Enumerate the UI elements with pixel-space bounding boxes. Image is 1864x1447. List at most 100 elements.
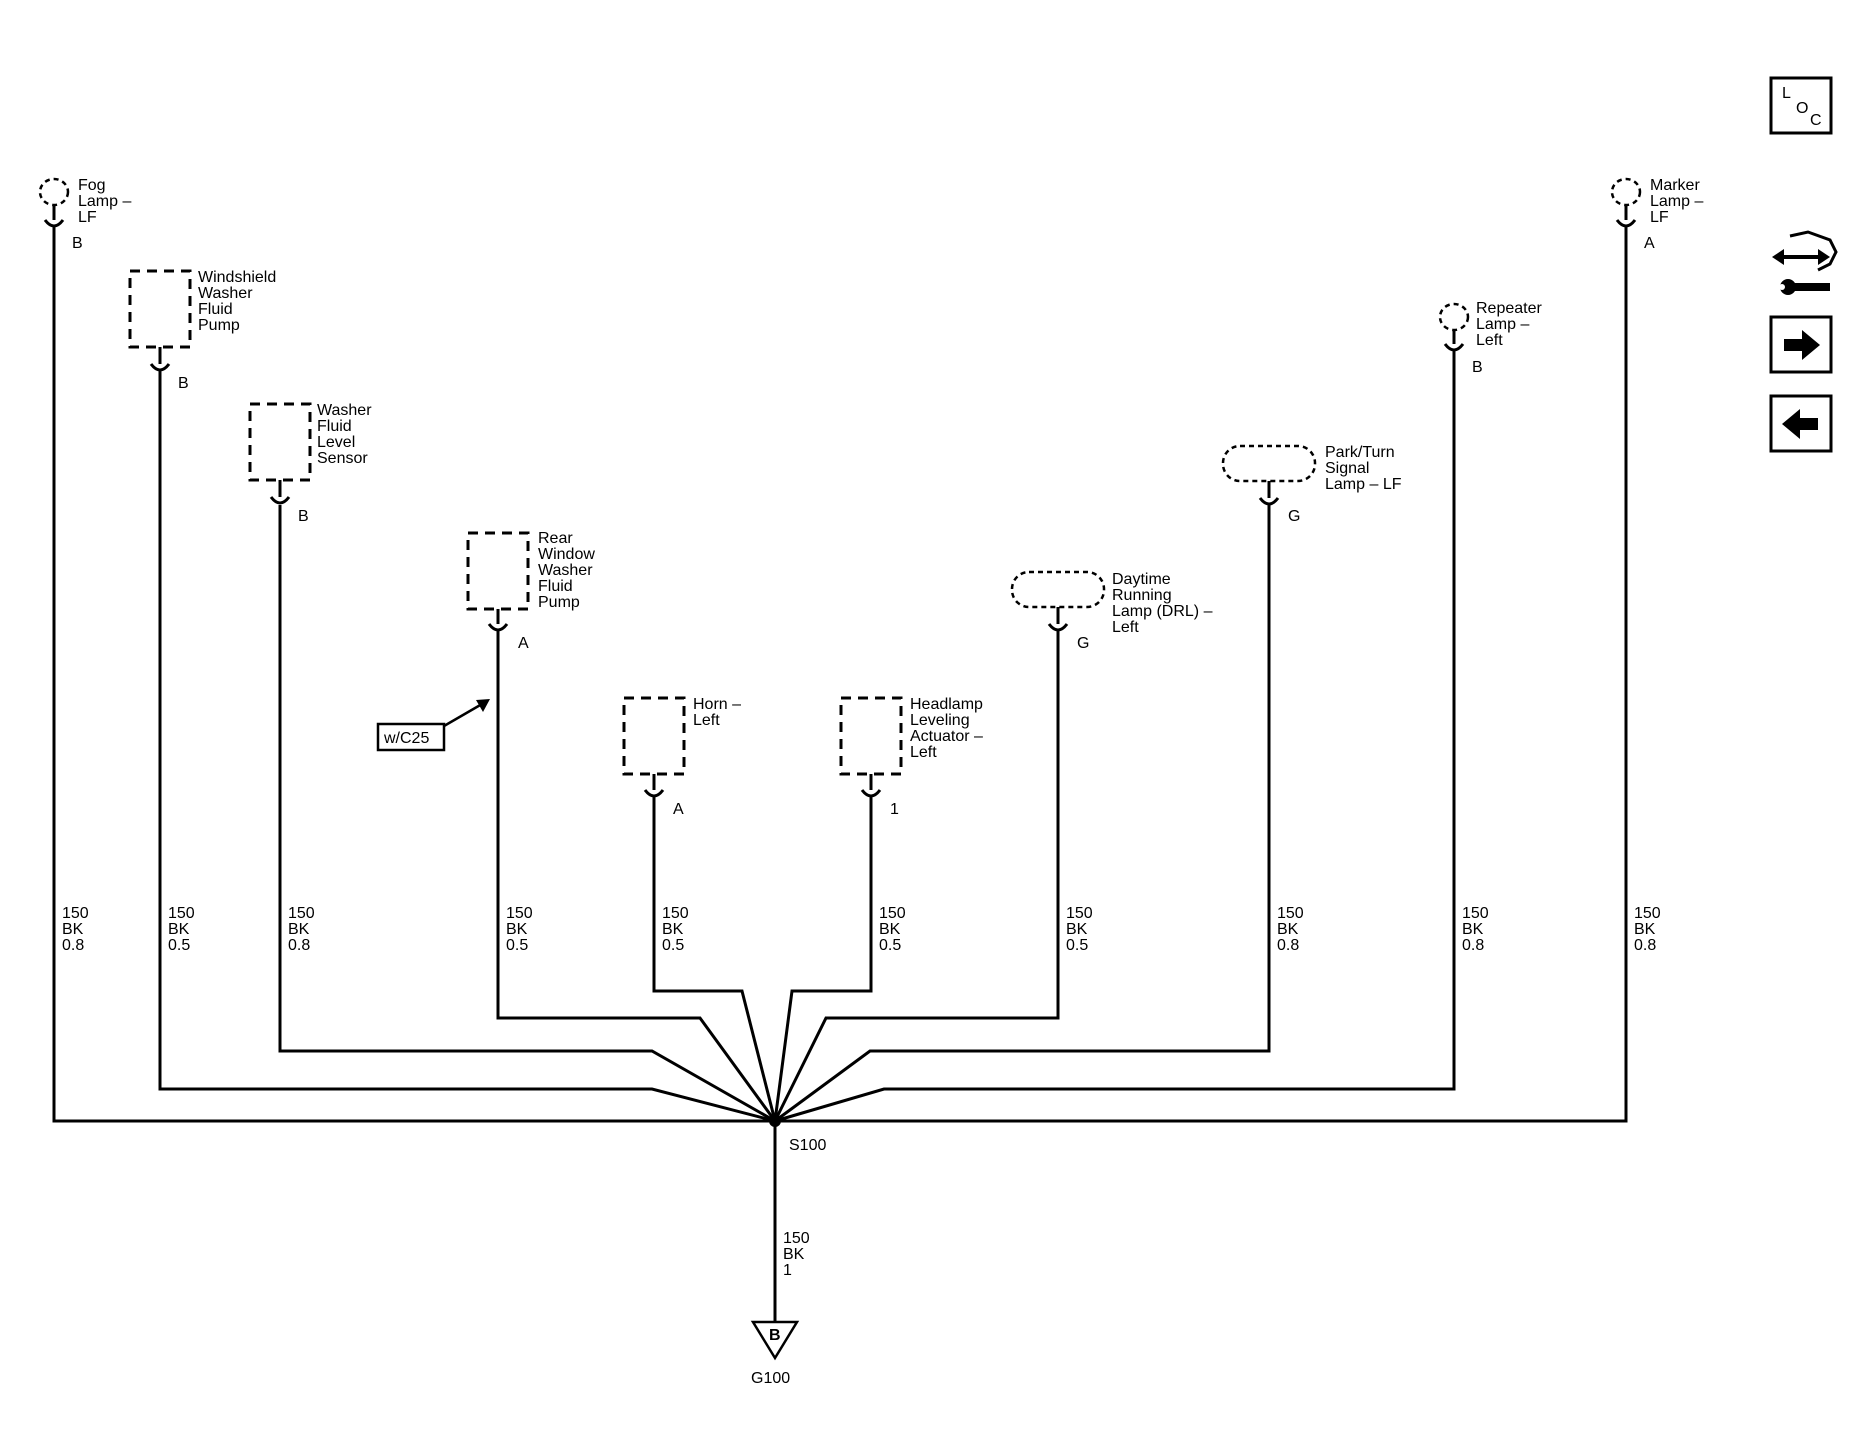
component-rear-window-washer-fluid-pump: Rear Window Washer Fluid Pump A: [466, 530, 595, 652]
option-tag-w-c25: w/C25: [376, 699, 490, 752]
ground-g100: B G100: [750, 1320, 800, 1387]
svg-text:150: 150: [506, 905, 533, 922]
wire-windshield-washer-fluid-pump: [158, 370, 776, 1123]
svg-text:Fluid: Fluid: [538, 578, 573, 595]
lamp-bulb-icon: [1438, 302, 1470, 332]
lamp-bulb-icon: [1221, 444, 1317, 483]
svg-text:Leveling: Leveling: [910, 712, 970, 729]
svg-text:Running: Running: [1112, 587, 1172, 604]
svg-text:Lamp –: Lamp –: [1476, 316, 1529, 333]
svg-text:150: 150: [783, 1230, 810, 1247]
svg-text:Left: Left: [693, 712, 720, 729]
svg-text:LF: LF: [1650, 209, 1669, 226]
wire-label-headlamp-leveling-actuator-left: 150 BK 0.5: [879, 905, 906, 954]
svg-text:Left: Left: [1112, 619, 1139, 636]
pin-label: A: [1644, 235, 1655, 252]
svg-text:BK: BK: [1634, 921, 1656, 938]
svg-text:w/C25: w/C25: [383, 730, 429, 747]
svg-text:BK: BK: [1462, 921, 1484, 938]
component-daytime-running-lamp-left: Daytime Running Lamp (DRL) – Left G: [1010, 570, 1213, 652]
pin-label: B: [178, 375, 189, 392]
svg-text:Park/Turn: Park/Turn: [1325, 444, 1395, 461]
svg-text:BK: BK: [168, 921, 190, 938]
lamp-bulb-icon: [1010, 570, 1106, 609]
wire-label-main: 150 BK 1: [783, 1230, 810, 1279]
component-fog-lamp-lf: Fog Lamp – LF B: [38, 177, 131, 252]
svg-text:Windshield: Windshield: [198, 269, 276, 286]
pin-label: A: [673, 801, 684, 818]
connector-tool-icon: [1772, 230, 1838, 295]
svg-text:150: 150: [879, 905, 906, 922]
svg-text:Fog: Fog: [78, 177, 106, 194]
svg-text:150: 150: [62, 905, 89, 922]
pin-label: 1: [890, 801, 899, 818]
svg-text:150: 150: [662, 905, 689, 922]
wire-label-washer-fluid-level-sensor: 150 BK 0.8: [288, 905, 315, 954]
svg-text:O: O: [1796, 100, 1808, 117]
component-box-icon: [128, 269, 192, 349]
component-box-icon: [839, 696, 903, 776]
nav-loc-button[interactable]: L O C: [1769, 76, 1833, 135]
lamp-bulb-icon: [38, 177, 70, 207]
svg-text:0.5: 0.5: [662, 937, 684, 954]
svg-text:B: B: [769, 1327, 781, 1344]
svg-text:Lamp – LF: Lamp – LF: [1325, 476, 1402, 493]
nav-connector-tools-button[interactable]: [1772, 230, 1838, 295]
svg-text:Horn –: Horn –: [693, 696, 741, 713]
svg-text:Actuator –: Actuator –: [910, 728, 983, 745]
wires: [52, 226, 1628, 1322]
wire-label-windshield-washer-fluid-pump: 150 BK 0.5: [168, 905, 195, 954]
component-marker-lamp-lf: Marker Lamp – LF A: [1610, 177, 1703, 252]
nav-next-button[interactable]: [1769, 315, 1833, 374]
pin-label: B: [298, 508, 309, 525]
svg-text:Rear: Rear: [538, 530, 573, 547]
component-park-turn-signal-lamp-lf: Park/Turn Signal Lamp – LF G: [1221, 444, 1402, 525]
svg-text:BK: BK: [1066, 921, 1088, 938]
svg-text:Pump: Pump: [538, 594, 580, 611]
lamp-bulb-icon: [1610, 177, 1642, 207]
svg-text:150: 150: [288, 905, 315, 922]
wire-labels: 150 BK 0.8 150 BK 0.5 150 BK 0.8 150 BK …: [62, 905, 1661, 1279]
svg-text:Left: Left: [1476, 332, 1503, 349]
svg-text:150: 150: [1634, 905, 1661, 922]
splice-label: S100: [789, 1137, 826, 1154]
svg-text:Daytime: Daytime: [1112, 571, 1171, 588]
svg-text:150: 150: [1462, 905, 1489, 922]
svg-text:BK: BK: [1277, 921, 1299, 938]
arrow-icon: [476, 699, 490, 712]
svg-text:Signal: Signal: [1325, 460, 1369, 477]
wire-fog-lamp-lf: [52, 226, 775, 1123]
svg-text:BK: BK: [662, 921, 684, 938]
wire-rear-window-washer-fluid-pump: [496, 630, 777, 1122]
svg-text:Level: Level: [317, 434, 355, 451]
svg-text:Fluid: Fluid: [317, 418, 352, 435]
wire-daytime-running-lamp-left: [773, 630, 1060, 1122]
pin-label: G: [1288, 508, 1300, 525]
svg-text:LF: LF: [78, 209, 97, 226]
svg-text:Washer: Washer: [317, 402, 372, 419]
wire-headlamp-leveling-actuator-left: [773, 796, 873, 1122]
wire-label-park-turn-signal-lamp-lf: 150 BK 0.8: [1277, 905, 1304, 954]
svg-text:1: 1: [783, 1262, 792, 1279]
pin-label: B: [72, 235, 83, 252]
svg-text:0.8: 0.8: [1634, 937, 1656, 954]
svg-text:150: 150: [168, 905, 195, 922]
component-windshield-washer-fluid-pump: Windshield Washer Fluid Pump B: [128, 269, 276, 392]
svg-text:Lamp (DRL) –: Lamp (DRL) –: [1112, 603, 1213, 620]
wire-marker-lamp-lf: [775, 226, 1628, 1123]
component-box-icon: [622, 696, 686, 776]
nav-previous-button[interactable]: [1769, 394, 1833, 453]
wire-label-repeater-lamp-left: 150 BK 0.8: [1462, 905, 1489, 954]
component-headlamp-leveling-actuator-left: Headlamp Leveling Actuator – Left 1: [839, 696, 983, 818]
wire-label-fog-lamp-lf: 150 BK 0.8: [62, 905, 89, 954]
component-repeater-lamp-left: Repeater Lamp – Left B: [1438, 300, 1542, 376]
svg-text:0.5: 0.5: [168, 937, 190, 954]
svg-text:C: C: [1810, 112, 1822, 129]
svg-text:Pump: Pump: [198, 317, 240, 334]
wire-label-daytime-running-lamp-left: 150 BK 0.5: [1066, 905, 1093, 954]
svg-text:Window: Window: [538, 546, 595, 563]
svg-text:Headlamp: Headlamp: [910, 696, 983, 713]
svg-text:Fluid: Fluid: [198, 301, 233, 318]
svg-text:BK: BK: [783, 1246, 805, 1263]
